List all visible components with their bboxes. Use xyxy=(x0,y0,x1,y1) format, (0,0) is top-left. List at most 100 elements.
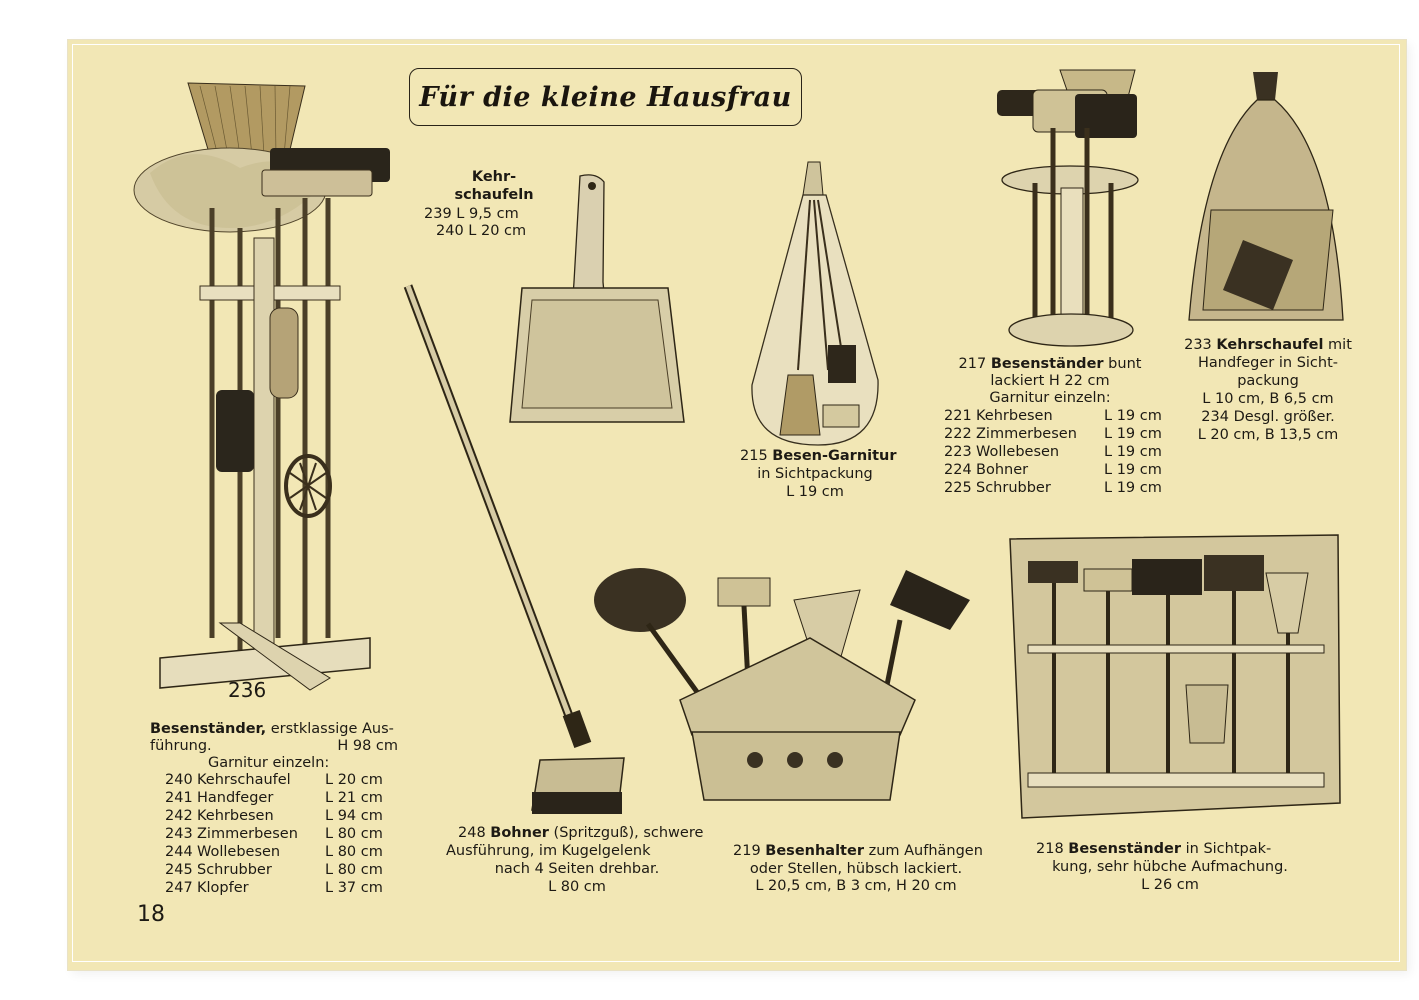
part-number: 240 xyxy=(165,772,193,788)
item-236-line1: Besenständer, erstklassige Aus- xyxy=(150,720,394,738)
part-number: 222 xyxy=(944,426,972,442)
part-name: Zimmerbesen xyxy=(976,426,1077,442)
part-name: Schrubber xyxy=(976,480,1051,496)
item-217-no: 217 xyxy=(958,356,987,372)
kehrschaufeln-line2: 240 L 20 cm xyxy=(436,223,527,239)
broom-stand-218-illustration xyxy=(1009,534,1341,819)
item-236-garnitur: Garnitur einzeln: xyxy=(208,755,330,771)
part-number: 244 xyxy=(165,844,193,860)
part-name: Wollebesen xyxy=(976,444,1060,460)
item-233-line1: 233 Kehrschaufel mit xyxy=(1178,336,1358,354)
item-217-suffix: bunt xyxy=(1103,356,1142,372)
item-233-line5: 234 Desgl. größer. xyxy=(1201,409,1335,425)
part-name: Kehrbesen xyxy=(976,408,1053,424)
broom-holder-219-illustration xyxy=(594,568,970,801)
item-233-line4: L 10 cm, B 6,5 cm xyxy=(1202,391,1334,407)
part-number: 242 xyxy=(165,808,193,824)
item-215-line3: L 19 cm xyxy=(786,484,844,500)
item-219-name: Besenhalter xyxy=(765,843,864,859)
item-215-line1: 215 Besen-Garnitur xyxy=(740,447,897,465)
item-233-line2: Handfeger in Sicht- xyxy=(1197,355,1339,371)
item-219-suffix: zum Aufhängen xyxy=(863,843,983,859)
page-frame xyxy=(72,44,1400,962)
item-233-line3: packung xyxy=(1237,373,1299,389)
part-name: Schrubber xyxy=(197,862,272,878)
item-248-line4: L 80 cm xyxy=(548,879,606,895)
item-248-name: Bohner xyxy=(490,825,549,841)
part-name: Kehrschaufel xyxy=(197,772,291,788)
part-length: L 19 cm xyxy=(1104,444,1162,460)
item-218-line2: kung, sehr hübche Aufmachung. xyxy=(1052,859,1288,875)
item-219-no: 219 xyxy=(733,843,761,859)
part-length: L 19 cm xyxy=(1104,408,1162,424)
item-236-desc2: führung. xyxy=(150,738,212,754)
page-number: 18 xyxy=(137,902,165,927)
item-219-line2: oder Stellen, hübsch lackiert. xyxy=(749,861,963,877)
part-number: 223 xyxy=(944,444,972,460)
broom-stand-236-illustration xyxy=(133,82,390,691)
item-233-line6: L 20 cm, B 13,5 cm xyxy=(1197,427,1339,443)
part-name: Kehrbesen xyxy=(197,808,274,824)
part-length: L 20 cm xyxy=(325,772,383,788)
item-233-suffix: mit xyxy=(1323,337,1352,353)
item-236-number: 236 xyxy=(228,678,267,702)
part-length: L 94 cm xyxy=(325,808,383,824)
floor-polisher-248-illustration xyxy=(403,284,625,814)
part-name: Zimmerbesen xyxy=(197,826,298,842)
part-number: 224 xyxy=(944,462,972,478)
item-248-line3: nach 4 Seiten drehbar. xyxy=(494,861,660,877)
item-219-line1: 219 Besenhalter zum Aufhängen xyxy=(733,842,983,860)
item-218-line1: 218 Besenständer in Sichtpak- xyxy=(1036,840,1271,858)
part-length: L 19 cm xyxy=(1104,480,1162,496)
part-name: Bohner xyxy=(976,462,1029,478)
broom-set-bag-illustration xyxy=(751,161,879,446)
dustpan-bag-233-illustration xyxy=(1188,72,1344,321)
part-number: 225 xyxy=(944,480,972,496)
item-233-name: Kehrschaufel xyxy=(1216,337,1324,353)
item-236-line2: führung. H 98 cm xyxy=(150,737,398,755)
part-length: L 37 cm xyxy=(325,880,383,896)
item-233-no: 233 xyxy=(1184,337,1212,353)
item-219-line3: L 20,5 cm, B 3 cm, H 20 cm xyxy=(755,878,957,894)
dustpan-illustration xyxy=(509,174,685,423)
item-236-height: H 98 cm xyxy=(337,738,398,754)
part-name: Handfeger xyxy=(197,790,274,806)
item-217-name: Besenständer xyxy=(990,356,1104,372)
part-name: Wollebesen xyxy=(197,844,281,860)
part-name: Klopfer xyxy=(197,880,249,896)
part-length: L 21 cm xyxy=(325,790,383,806)
item-218-no: 218 xyxy=(1036,841,1064,857)
part-number: 245 xyxy=(165,862,193,878)
item-248-line2: Ausführung, im Kugelgelenk xyxy=(446,843,651,859)
part-number: 243 xyxy=(165,826,193,842)
item-215-name: Besen-Garnitur xyxy=(772,448,897,464)
item-248-no: 248 xyxy=(458,825,486,841)
part-length: L 19 cm xyxy=(1104,426,1162,442)
page-title-box: Für die kleine Hausfrau xyxy=(409,68,802,126)
part-length: L 80 cm xyxy=(325,826,383,842)
item-217-line1: 217 Besenständer bunt xyxy=(952,355,1148,373)
part-length: L 80 cm xyxy=(325,862,383,878)
item-217-line3: Garnitur einzeln: xyxy=(989,390,1111,406)
part-number: 241 xyxy=(165,790,193,806)
item-215-no: 215 xyxy=(740,448,768,464)
item-236-desc1: erstklassige Aus- xyxy=(266,721,394,737)
kehrschaufeln-heading1: Kehr- xyxy=(471,169,517,185)
item-215-line2: in Sichtpackung xyxy=(757,466,873,482)
item-248-line1: 248 Bohner (Spritzguß), schwere xyxy=(458,824,703,842)
part-number: 221 xyxy=(944,408,972,424)
item-218-suffix: in Sichtpak- xyxy=(1181,841,1272,857)
item-218-line3: L 26 cm xyxy=(1141,877,1199,893)
